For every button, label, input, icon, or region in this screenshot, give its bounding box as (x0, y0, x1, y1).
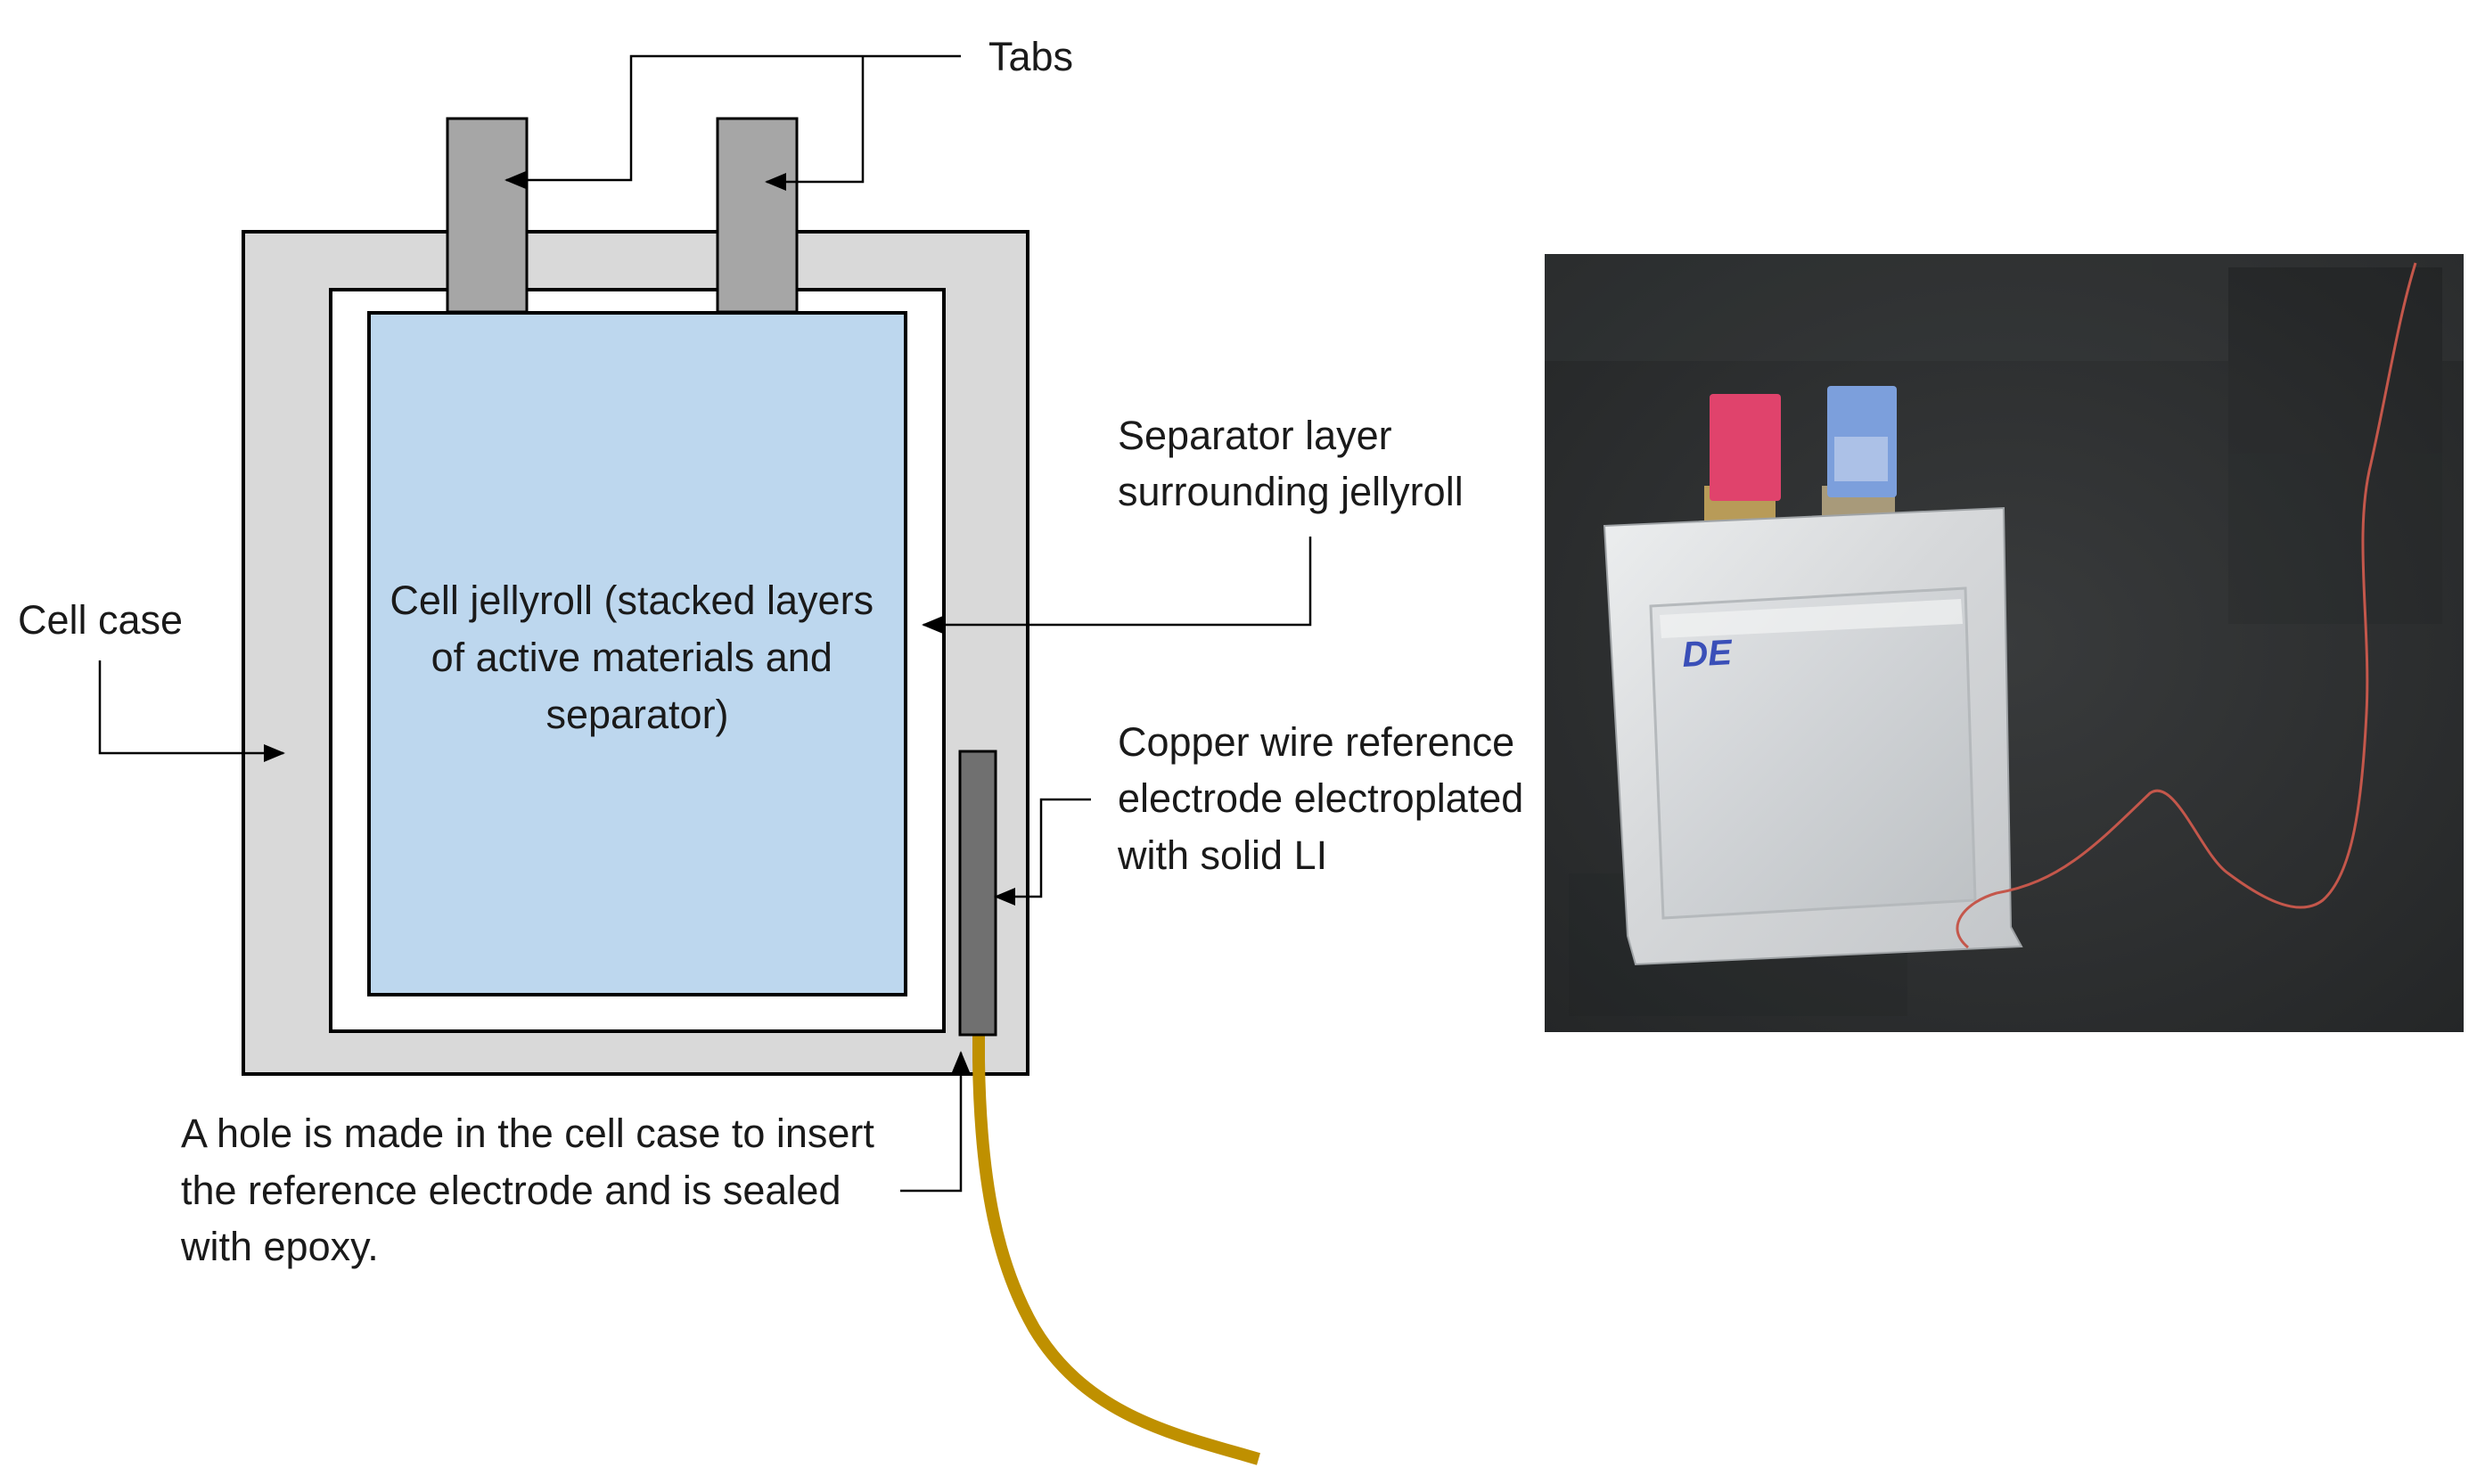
copper-wire-label-line-3: with solid LI (1117, 832, 1327, 878)
jellyroll (367, 311, 907, 996)
tab-right (716, 117, 799, 314)
jellyroll-label-line-1: Cell jellyroll (stacked layers (390, 578, 874, 623)
jellyroll-label-line-2: of active materials and (431, 635, 833, 680)
copper-wire-cable (972, 1034, 1260, 1465)
jellyroll-label-line-3: separator) (545, 692, 728, 737)
reference-electrode (958, 750, 997, 1037)
cell-case-label: Cell case (18, 597, 183, 643)
hole-label-line-2: the reference electrode and is sealed (181, 1168, 841, 1213)
tab-left (446, 117, 529, 314)
photo-handwritten-mark: DE (1681, 633, 1734, 675)
pouch-cell-photo: DE (1545, 254, 2464, 1032)
hole-label: A hole is made in the cell case to inser… (180, 1111, 885, 1269)
copper-wire-label-line-2: electrode electroplated (1118, 775, 1523, 821)
copper-wire-leader (994, 798, 1091, 906)
tabs-label: Tabs (988, 34, 1073, 79)
copper-wire-label: Copper wire reference electrode electrop… (1117, 719, 1535, 878)
separator-label: Separator layer surrounding jellyroll (1118, 413, 1464, 514)
hole-label-line-1: A hole is made in the cell case to inser… (181, 1111, 874, 1156)
copper-wire-label-line-1: Copper wire reference (1118, 719, 1514, 765)
hole-leader (900, 1051, 970, 1193)
photo-pouch-highlight (1660, 599, 1963, 638)
jellyroll-label: Cell jellyroll (stacked layers of active… (390, 578, 884, 737)
photo-pouch-body (1649, 586, 1977, 920)
separator-label-line-2: surrounding jellyroll (1118, 469, 1464, 514)
photo-tab-negative-label (1834, 437, 1888, 481)
separator-label-line-1: Separator layer (1118, 413, 1392, 458)
hole-label-line-3: with epoxy. (180, 1224, 379, 1269)
cell-diagram: Tabs Cell case Cell jellyroll (stacked l… (18, 34, 1535, 1465)
tabs-leader-right (765, 56, 865, 191)
cell-case-leader (98, 660, 285, 762)
tabs-callout (504, 54, 961, 191)
photo-copper-wire (1956, 262, 2417, 949)
separator-leader (922, 537, 1312, 634)
photo-tab-positive (1710, 394, 1781, 501)
tabs-leader-left (504, 54, 961, 189)
